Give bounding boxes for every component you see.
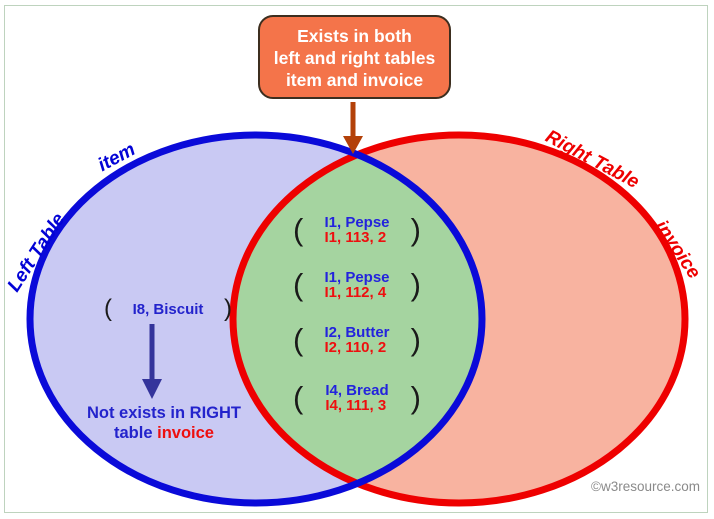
note-keyword: invoice [157, 424, 214, 442]
intersection-row: ( I2, Butter I2, 110, 2 ) [293, 321, 421, 359]
item-tuple: I2, Butter [324, 324, 390, 341]
open-paren: ( [293, 322, 304, 357]
note-line-1: Not exists in RIGHT [86, 404, 242, 422]
invoice-tuple: I4, 111, 3 [325, 397, 387, 414]
intersection-row: ( I1, Pepse I1, 112, 4 ) [293, 266, 421, 304]
open-paren: ( [293, 267, 304, 302]
close-paren: ) [410, 322, 421, 357]
callout-arrow-icon [343, 102, 363, 154]
item-tuple: I4, Bread [325, 382, 389, 399]
open-paren: ( [104, 295, 112, 322]
open-paren: ( [293, 212, 304, 247]
callout-line: Exists in both [297, 26, 412, 46]
item-tuple: I8, Biscuit [132, 300, 204, 318]
item-tuple: I1, Pepse [324, 214, 390, 231]
item-tuple: I1, Pepse [324, 269, 390, 286]
left-circle-outline [26, 131, 486, 507]
note-line-2: table invoice [114, 424, 214, 442]
invoice-tuple: I1, 113, 2 [324, 229, 387, 246]
open-paren: ( [293, 380, 304, 415]
intersection-row: ( I4, Bread I4, 111, 3 ) [293, 379, 421, 417]
invoice-tuple: I2, 110, 2 [324, 339, 387, 356]
callout-line: left and right tables [273, 48, 436, 68]
close-paren: ) [410, 267, 421, 302]
callout-box: Exists in both left and right tables ite… [258, 15, 451, 99]
intersection-fill [233, 135, 482, 503]
copyright-text: ©w3resource.com [591, 479, 700, 494]
not-exists-arrow-icon [142, 324, 162, 399]
invoice-tuple: I1, 112, 4 [324, 284, 387, 301]
not-exists-note: Not exists in RIGHT table invoice [64, 403, 264, 443]
intersection-row: ( I1, Pepse I1, 113, 2 ) [293, 211, 421, 249]
callout-line: item and invoice [285, 70, 424, 90]
left-only-row: ( I8, Biscuit ) [104, 294, 232, 324]
close-paren: ) [410, 380, 421, 415]
close-paren: ) [223, 295, 232, 322]
close-paren: ) [410, 212, 421, 247]
right-circle-outline [229, 131, 689, 507]
